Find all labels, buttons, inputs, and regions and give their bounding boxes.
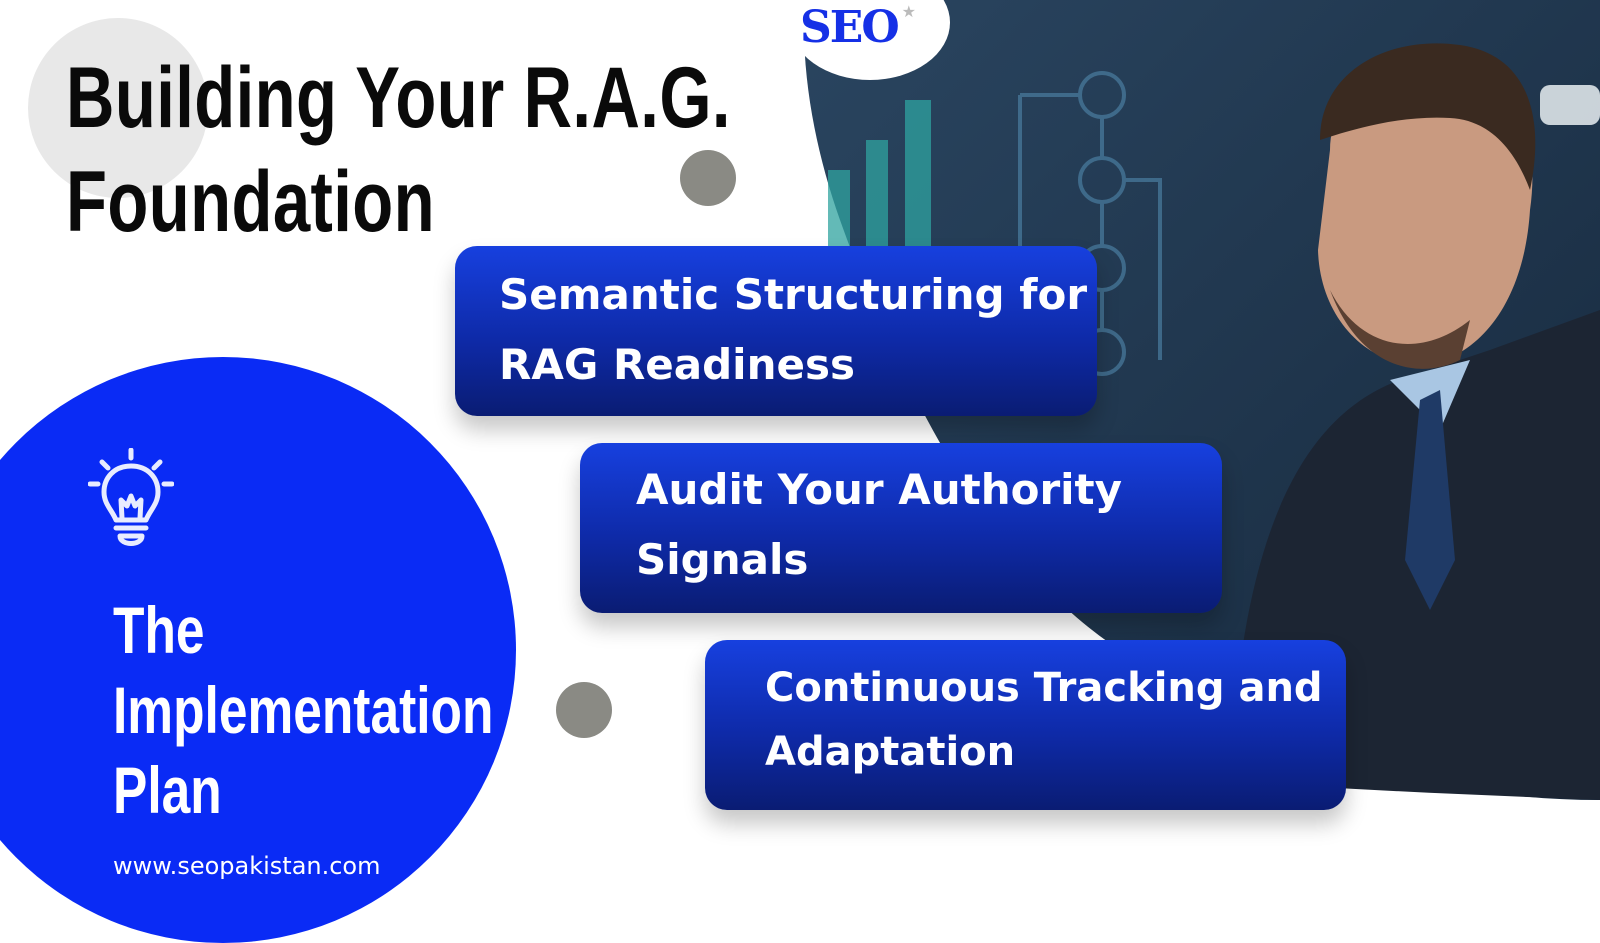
plan-line-2: Implementation (113, 673, 494, 747)
step-2-line-1: Audit Your Authority (636, 465, 1123, 514)
flowchart-decoration (1018, 71, 1162, 400)
page-title: Building Your R.A.G. Foundation (66, 46, 731, 254)
plan-line-1: The (113, 593, 205, 667)
title-line-1: Building Your R.A.G. (66, 50, 731, 146)
chart-bars-decoration (828, 100, 931, 250)
decorative-dot (680, 150, 736, 206)
plan-title: The Implementation Plan (113, 590, 493, 830)
website-url: www.seopakistan.com (113, 852, 381, 880)
step-2-line-2: Signals (636, 535, 809, 584)
step-1-line-1: Semantic Structuring for (499, 270, 1088, 319)
step-card-continuous-tracking: Continuous Tracking and Adaptation (705, 640, 1346, 810)
lightbulb-icon (88, 448, 174, 546)
step-3-line-1: Continuous Tracking and (765, 665, 1323, 711)
step-3-line-2: Adaptation (765, 729, 1016, 775)
title-line-2: Foundation (66, 154, 436, 250)
step-card-semantic-structuring: Semantic Structuring for RAG Readiness (455, 246, 1097, 416)
star-icon: ★ (901, 4, 916, 21)
step-card-audit-authority: Audit Your Authority Signals (580, 443, 1222, 613)
plan-circle (0, 357, 516, 943)
seo-logo: SEO (800, 2, 900, 53)
step-1-line-2: RAG Readiness (499, 340, 855, 389)
decorative-circle (28, 18, 208, 198)
logo-row: SEO ★ (800, 3, 916, 53)
plan-line-3: Plan (113, 753, 222, 827)
decorative-dot (556, 682, 612, 738)
